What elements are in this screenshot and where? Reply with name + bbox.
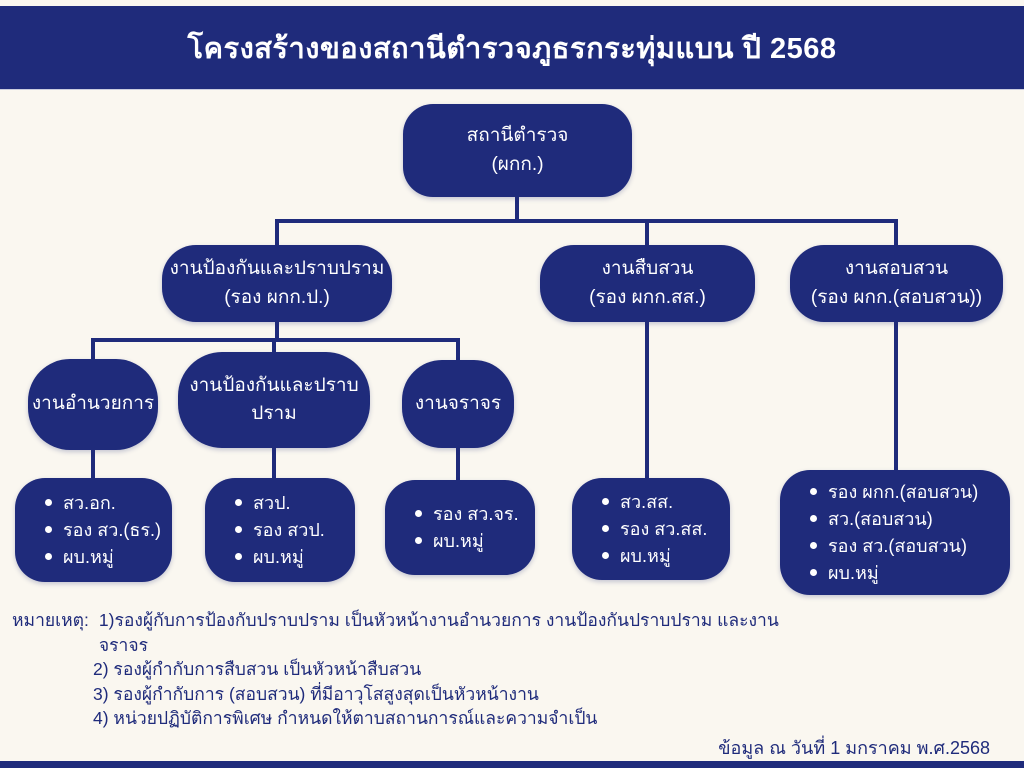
staff-item: รอง ผกก.(สอบสวน) (810, 479, 978, 506)
connector-unit1-leaf (91, 450, 95, 479)
node-label: งานสืบสวน (601, 258, 694, 279)
node-division-inquiry: งานสอบสวน (รอง ผกก.(สอบสวน)) (790, 245, 1003, 322)
connector-divC-down (894, 221, 898, 247)
node-label: งานป้องกันและปราบปราม (189, 374, 359, 425)
staff-list: สว.อก. รอง สว.(ธร.) ผบ.หมู่ (15, 490, 167, 571)
node-staff-investigation: สว.สส. รอง สว.สส. ผบ.หมู่ (572, 478, 730, 580)
connector-divA-stub (275, 322, 279, 340)
node-unit-prevention: งานป้องกันและปราบปราม (178, 352, 370, 448)
staff-item: สว.สส. (602, 489, 707, 516)
connector-divB-down (645, 221, 649, 247)
staff-item: รอง สวป. (235, 517, 325, 544)
node-label: งานสอบสวน (844, 258, 949, 279)
connector-unit3-leaf (456, 448, 460, 481)
node-unit-traffic: งานจราจร (402, 360, 514, 448)
staff-item: รอง สว.(ธร.) (45, 517, 161, 544)
staff-list: สว.สส. รอง สว.สส. ผบ.หมู่ (572, 489, 713, 570)
node-staff-inquiry: รอง ผกก.(สอบสวน) สว.(สอบสวน) รอง สว.(สอบ… (780, 470, 1010, 595)
footnotes: หมายเหตุ: 1)รองผู้กับการป้องกับปราบปราม … (12, 608, 812, 731)
connector-unit2-leaf (272, 448, 276, 479)
connector-level1-hbar (275, 219, 898, 223)
connector-divC-leaf (894, 322, 898, 471)
node-sublabel: (รอง ผกก.ป.) (224, 286, 330, 308)
staff-item: สว.(สอบสวน) (810, 506, 978, 533)
staff-list: รอง ผกก.(สอบสวน) สว.(สอบสวน) รอง สว.(สอบ… (780, 479, 984, 587)
node-label: สถานีตำรวจ (466, 125, 569, 146)
node-sublabel: (รอง ผกก.(สอบสวน)) (810, 286, 983, 308)
staff-list: รอง สว.จร. ผบ.หมู่ (385, 501, 525, 555)
footnote-line: 3) รองผู้กำกับการ (สอบสวน) ที่มีอาวุโสสู… (93, 683, 539, 704)
staff-list: สวป. รอง สวป. ผบ.หมู่ (205, 490, 331, 571)
footnote-line: 2) รองผู้กำกับการสืบสวน เป็นหัวหน้าสืบสว… (93, 659, 422, 679)
node-unit-administration: งานอำนวยการ (28, 359, 158, 450)
node-label: งานอำนวยการ (31, 393, 155, 415)
node-staff-prevention: สวป. รอง สวป. ผบ.หมู่ (205, 478, 355, 582)
node-sublabel: (รอง ผกก.สส.) (589, 286, 706, 308)
footnote-line: 4) หน่วยปฏิบัติการพิเศษ กำหนดให้ตาบสถานก… (93, 708, 598, 728)
staff-item: ผบ.หมู่ (45, 544, 161, 571)
connector-divA-down (275, 221, 279, 247)
page-title: โครงสร้างของสถานีตำรวจภูธรกระทุ่มแบน ปี … (187, 32, 837, 65)
node-staff-administration: สว.อก. รอง สว.(ธร.) ผบ.หมู่ (15, 478, 172, 582)
staff-item: รอง สว.จร. (415, 501, 519, 528)
node-label: งานป้องกันและปราบปราม (169, 258, 385, 279)
data-as-of-date: ข้อมูล ณ วันที่ 1 มกราคม พ.ศ.2568 (718, 738, 990, 758)
connector-divB-leaf (645, 322, 649, 479)
connector-root-stub (515, 197, 519, 221)
node-division-prevention: งานป้องกันและปราบปราม (รอง ผกก.ป.) (162, 245, 392, 322)
footnote-label: หมายเหตุ: (12, 610, 89, 630)
node-staff-traffic: รอง สว.จร. ผบ.หมู่ (385, 480, 535, 575)
connector-unit2-down (272, 340, 276, 354)
staff-item: รอง สว.สส. (602, 516, 707, 543)
staff-item: รอง สว.(สอบสวน) (810, 533, 978, 560)
connector-unit3-down (456, 340, 460, 362)
node-sublabel: (ผกก.) (491, 153, 544, 175)
staff-item: สว.อก. (45, 490, 161, 517)
title-bar: โครงสร้างของสถานีตำรวจภูธรกระทุ่มแบน ปี … (0, 6, 1024, 89)
footnote-text: 1)รองผู้กับการป้องกับปราบปราม เป็นหัวหน้… (98, 610, 779, 655)
node-label: งานจราจร (414, 392, 502, 414)
staff-item: สวป. (235, 490, 325, 517)
staff-item: ผบ.หมู่ (810, 560, 978, 587)
staff-item: ผบ.หมู่ (602, 543, 707, 570)
connector-unit1-down (91, 340, 95, 361)
bottom-accent-strip (0, 761, 1024, 768)
staff-item: ผบ.หมู่ (415, 528, 519, 555)
node-police-station: สถานีตำรวจ (ผกก.) (403, 104, 632, 197)
footnote-line: หมายเหตุ: 1)รองผู้กับการป้องกับปราบปราม … (12, 608, 812, 657)
node-division-investigation: งานสืบสวน (รอง ผกก.สส.) (540, 245, 755, 322)
staff-item: ผบ.หมู่ (235, 544, 325, 571)
